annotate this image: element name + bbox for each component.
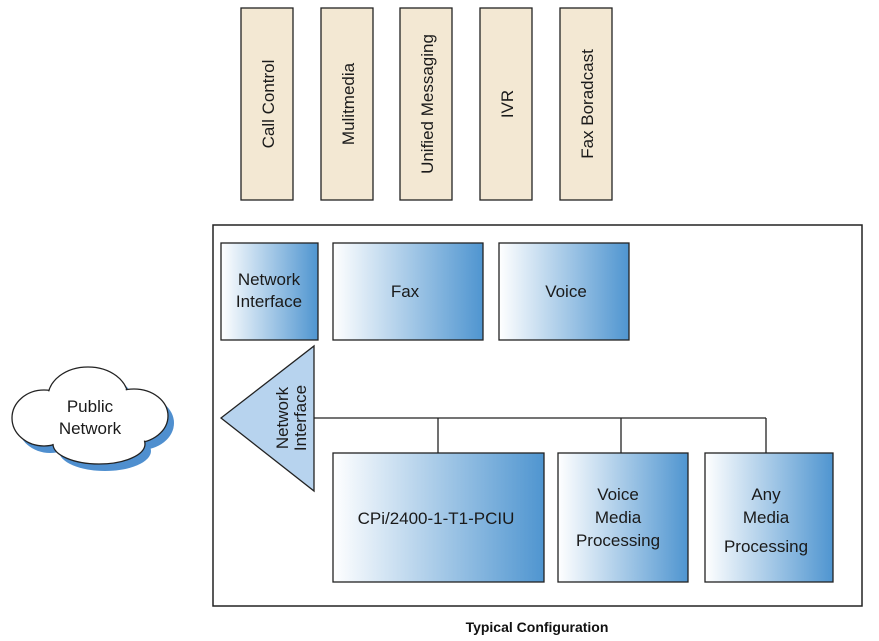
triangle-label-line-1: Network: [273, 386, 292, 449]
app-box-label: Mulitmedia: [339, 62, 358, 145]
app-box-multimedia: Mulitmedia: [320, 7, 374, 201]
app-box-call-control: Call Control: [240, 7, 294, 201]
any-media-label-line-1: Any: [751, 485, 781, 504]
network-interface-triangle: Network Interface: [219, 344, 315, 493]
voice-block: Voice: [498, 242, 630, 341]
triangle-label-line-2: Interface: [291, 385, 310, 451]
any-media-label-line-3: Processing: [724, 537, 808, 556]
app-box-ivr: IVR: [479, 7, 533, 201]
any-media-processing-board: Any Media Processing: [704, 452, 834, 583]
public-network-cloud: Public Network: [11, 366, 174, 471]
bus-lines: [314, 417, 767, 453]
app-box-fax-broadcast: Fax Boradcast: [559, 7, 613, 201]
app-box-label: Call Control: [259, 60, 278, 149]
app-box-label: IVR: [498, 90, 517, 118]
voice-media-label-line-1: Voice: [597, 485, 639, 504]
application-boxes: Call Control Mulitmedia Unified Messagin…: [240, 7, 613, 201]
voice-media-label-line-2: Media: [595, 508, 642, 527]
app-box-label: Unified Messaging: [418, 34, 437, 174]
voice-media-label-line-3: Processing: [576, 531, 660, 550]
app-box-label: Fax Boradcast: [578, 49, 597, 159]
cloud-label-line-2: Network: [59, 419, 122, 438]
system-frame: [212, 224, 863, 607]
cpi-board: CPi/2400-1-T1-PCIU: [332, 452, 545, 583]
network-interface-label-line-2: Interface: [236, 292, 302, 311]
app-box-unified-messaging: Unified Messaging: [399, 7, 453, 201]
cloud-body: [11, 366, 169, 465]
network-interface-label-line-1: Network: [238, 270, 301, 289]
fax-block: Fax: [332, 242, 484, 341]
fax-label: Fax: [391, 282, 420, 301]
network-interface-block: Network Interface: [220, 242, 319, 341]
voice-label: Voice: [545, 282, 587, 301]
cloud-label-line-1: Public: [67, 397, 114, 416]
cpi-board-label: CPi/2400-1-T1-PCIU: [358, 509, 515, 528]
voice-media-processing-board: Voice Media Processing: [557, 452, 689, 583]
any-media-label-line-2: Media: [743, 508, 790, 527]
diagram-caption: Typical Configuration: [466, 619, 609, 635]
